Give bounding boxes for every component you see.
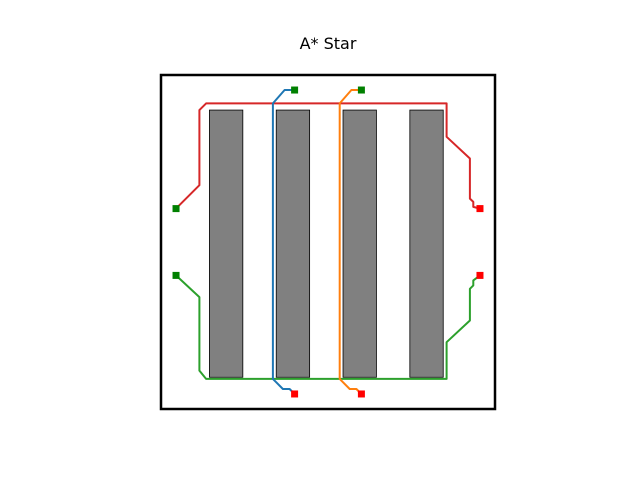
obstacle-3 — [342, 109, 377, 378]
path-line-4 — [338, 89, 363, 395]
obstacles-group — [209, 109, 444, 378]
start-marker-1 — [172, 205, 180, 213]
plot-frame — [159, 73, 497, 411]
path-line-1 — [175, 102, 481, 210]
obstacle-1 — [209, 109, 244, 378]
paths-group — [175, 89, 481, 395]
path-line-3 — [271, 89, 296, 395]
obstacle-4 — [409, 109, 444, 378]
goal-marker-2 — [476, 271, 484, 279]
goal-marker-4 — [357, 390, 365, 398]
start-marker-3 — [291, 86, 299, 94]
chart-title: A* Star — [300, 34, 357, 53]
markers-group — [172, 86, 484, 398]
path-line-2 — [175, 274, 481, 380]
goal-marker-3 — [291, 390, 299, 398]
start-marker-2 — [172, 271, 180, 279]
start-marker-4 — [357, 86, 365, 94]
obstacle-2 — [275, 109, 311, 378]
goal-marker-1 — [476, 205, 484, 213]
